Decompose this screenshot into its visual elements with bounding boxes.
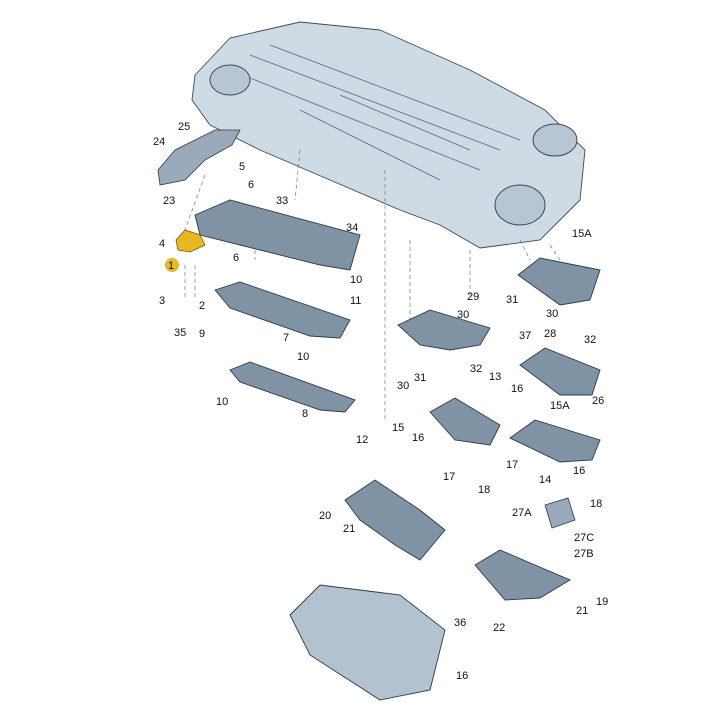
vehicle-body-shell [191,21,586,249]
underbody-panels [157,129,601,701]
part-label-29: 29 [467,291,479,303]
part-label-37: 37 [519,330,531,342]
part-label-4: 4 [159,238,165,250]
part-label-31: 31 [414,372,426,384]
part-23 [157,129,241,186]
part-label-31: 31 [506,294,518,306]
part-label-12: 12 [356,434,368,446]
part-14 [509,419,601,463]
part-label-6: 6 [248,179,254,191]
part-label-36: 36 [454,617,466,629]
part-19 [474,549,571,601]
part-label-9: 9 [199,328,205,340]
part-label-13: 13 [489,371,501,383]
part-label-2: 2 [199,300,205,312]
part-36 [289,584,446,701]
part-label-16: 16 [573,465,585,477]
part-label-18: 18 [590,498,602,510]
part-label-27C: 27C [574,532,594,544]
part-label-15A: 15A [572,228,592,240]
part-label-16: 16 [511,383,523,395]
part-label-22: 22 [493,622,505,634]
part-label-15: 15 [392,422,404,434]
part-8 [229,361,356,413]
part-label-26: 26 [592,395,604,407]
part-label-33: 33 [276,195,288,207]
part-1-callout-circle [165,258,179,272]
part-label-11: 11 [350,295,361,307]
part-label-30: 30 [546,308,558,320]
part-label-25: 25 [178,121,190,133]
part-label-5: 5 [239,161,245,173]
part-13 [519,347,601,396]
part-label-17: 17 [443,471,455,483]
part-label-16: 16 [456,670,468,682]
part-label-32: 32 [584,334,596,346]
part-label-27A: 27A [512,507,532,519]
part-label-18: 18 [478,484,490,496]
part-label-34: 34 [346,222,358,234]
part-29 [397,309,491,351]
part-label-3: 3 [159,295,165,307]
part-label-16: 16 [412,432,424,444]
part-27A [544,497,576,529]
part-label-19: 19 [596,596,608,608]
part-label-17: 17 [506,459,518,471]
part-label-10: 10 [216,396,228,408]
part-label-30: 30 [457,309,469,321]
part-7 [214,281,351,339]
part-label-10: 10 [297,351,309,363]
part-label-27B: 27B [574,548,594,560]
part-15 [429,397,501,446]
part-label-24: 24 [153,136,165,148]
part-label-14: 14 [539,474,551,486]
part-label-32: 32 [470,363,482,375]
part-label-21: 21 [343,523,355,535]
part-label-10: 10 [350,274,362,286]
part-label-21: 21 [576,605,588,617]
part-label-35: 35 [174,327,186,339]
part-label-23: 23 [163,195,175,207]
part-label-15A: 15A [550,400,570,412]
part-label-6: 6 [233,252,239,264]
part-label-20: 20 [319,510,331,522]
part-label-30: 30 [397,380,409,392]
part-label-7: 7 [283,332,289,344]
part-label-28: 28 [544,328,556,340]
part-label-8: 8 [302,408,308,420]
part-5 [194,199,361,271]
part-1-highlighted [175,229,206,253]
part-28 [517,257,601,306]
part-20 [344,479,446,561]
part-label-1: 1 [168,260,174,272]
